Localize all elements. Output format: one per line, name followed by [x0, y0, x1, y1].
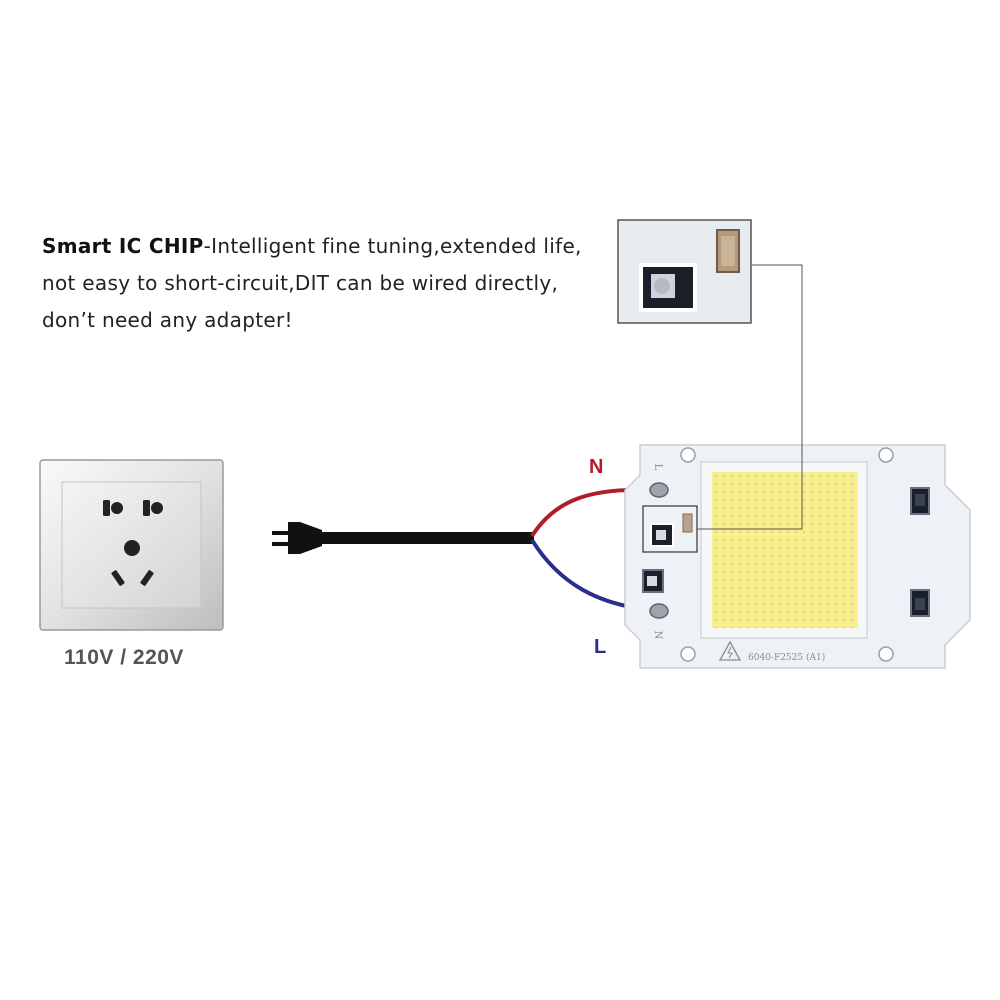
socket-holes: [103, 500, 163, 586]
caption: Smart IC CHIP-Intelligent fine tuning,ex…: [42, 228, 622, 339]
caption-line-3: don’t need any adapter!: [42, 308, 293, 332]
solder-pad-top: [649, 482, 669, 498]
power-cord: [320, 532, 534, 544]
pad-top-mark: L: [652, 464, 663, 471]
cob-led-board: L N 6040-F2525 (A1): [624, 444, 971, 669]
wall-socket: [39, 459, 224, 631]
warning-icon: [718, 640, 742, 661]
neutral-label: N: [589, 456, 604, 478]
pad-bottom-mark: N: [652, 631, 663, 640]
voltage-label: 110V / 220V: [64, 646, 184, 669]
ic-zoom-inset: [617, 219, 752, 324]
plug-icon: [272, 522, 322, 554]
live-label: L: [594, 636, 607, 658]
caption-line-2: not easy to short-circuit,DIT can be wir…: [42, 271, 559, 295]
board-marking: 6040-F2525 (A1): [748, 652, 825, 663]
solder-pad-bottom: [649, 603, 669, 619]
caption-lead: Smart IC CHIP: [42, 234, 204, 258]
caption-line-1: Smart IC CHIP-Intelligent fine tuning,ex…: [42, 228, 622, 265]
smd-resistor: [682, 513, 693, 533]
callout-connector: [697, 264, 803, 530]
caption-line-1-rest: -Intelligent fine tuning,extended life,: [203, 234, 582, 258]
